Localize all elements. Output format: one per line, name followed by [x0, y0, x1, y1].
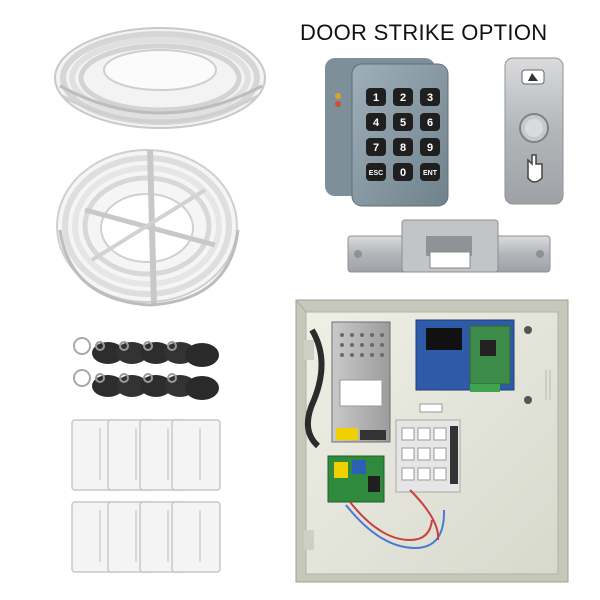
- exit-button-icon: [504, 57, 564, 205]
- keypad-key-label: 3: [427, 92, 433, 104]
- keypad-key: [366, 163, 386, 181]
- keypad-key-label: 7: [373, 142, 379, 154]
- keypad-key-label: ESC: [369, 170, 383, 177]
- keypad-key-label: 5: [400, 117, 406, 129]
- keypad-key-label: 6: [427, 117, 433, 129]
- keypad-key: [366, 88, 386, 106]
- coiled-cable-1-icon: [54, 27, 266, 129]
- key-fobs-icon: [73, 337, 219, 400]
- keypad-key: [420, 163, 440, 181]
- keypad-key: [420, 113, 440, 131]
- keypad-key: [393, 88, 413, 106]
- keypad-key-label: 2: [400, 92, 406, 104]
- keypad-key-label: 4: [373, 117, 380, 129]
- keypad-key-label: 9: [427, 142, 433, 154]
- electric-strike-icon: [347, 219, 551, 273]
- rfid-cards-icon: [71, 419, 221, 573]
- control-panel-box-icon: [295, 299, 569, 583]
- keypad-key: [393, 113, 413, 131]
- keypad-key: [420, 88, 440, 106]
- keypad-key: [393, 163, 413, 181]
- keypad-key: [420, 138, 440, 156]
- door-strike-heading: DOOR STRIKE OPTION: [300, 20, 548, 45]
- coiled-cable-2-icon: [56, 149, 240, 307]
- keypad-key-label: 0: [400, 167, 406, 179]
- keypad-key: [366, 138, 386, 156]
- keypad-key: [366, 113, 386, 131]
- keypad-key-label: 1: [373, 92, 379, 104]
- keypad-key: [393, 138, 413, 156]
- keypad-key-label: 8: [400, 142, 406, 154]
- keypad-key-label: ENT: [423, 170, 438, 177]
